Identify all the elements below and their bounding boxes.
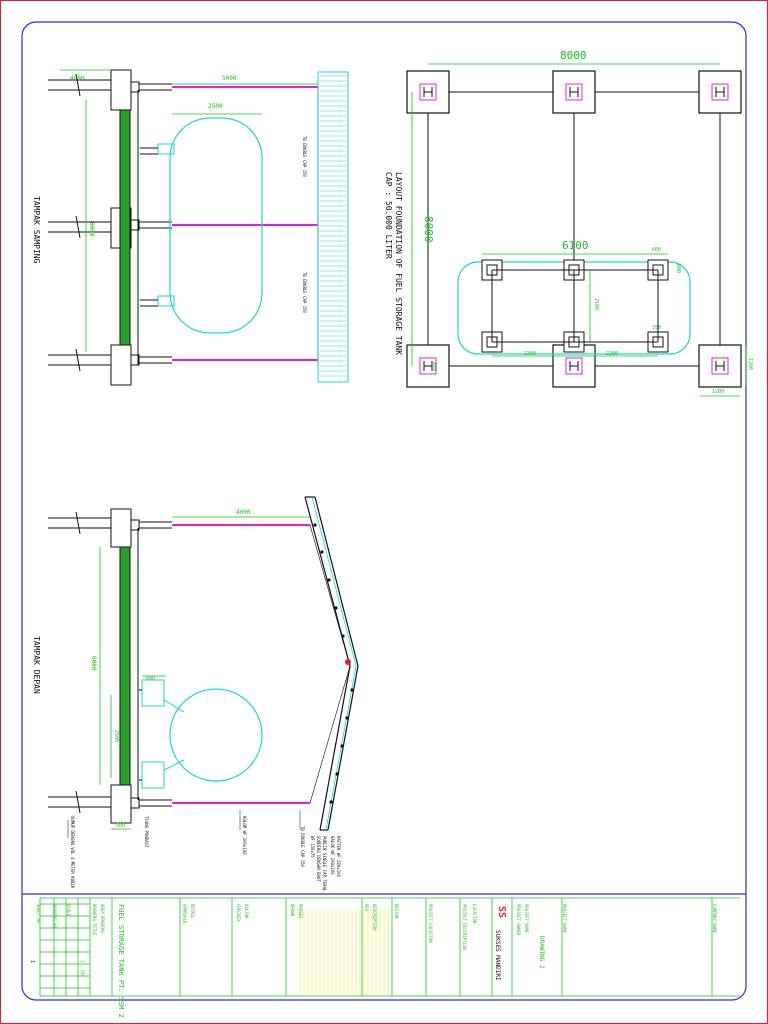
front-dim-500: 500 [116, 823, 126, 829]
layout-dim-8000-side: 8000 [422, 216, 435, 243]
tb-drawingno-label: DRAWING NO. [52, 904, 57, 931]
front-footing-1 [110, 508, 132, 548]
side-roof [317, 71, 349, 383]
tb-sheet-value: 1 [29, 960, 35, 964]
front-label-6: GORDING DENGAN BAUT [316, 836, 321, 882]
front-dim-2500: 2500 [113, 730, 119, 743]
purlin-mark [334, 606, 338, 610]
purlin-mark [335, 772, 339, 776]
tb-project-label: PROJECT LOCATION [428, 904, 433, 943]
layout-dim-2100: 2100 [593, 298, 599, 311]
purlin-mark [320, 550, 324, 554]
tb-drawing-value: DRAWING 2 [538, 936, 545, 969]
front-label-8: KOLOM WF 200x100 [242, 816, 247, 855]
front-dim-4000: 4000 [236, 509, 251, 516]
purlin-mark [341, 634, 345, 638]
tb-drawn-label: DRAWN [290, 904, 295, 917]
front-footing-2 [110, 784, 132, 824]
side-footing-1 [110, 69, 132, 111]
plan-footing [698, 70, 742, 114]
side-dim-4000: 4000 [70, 75, 85, 82]
layout-dim-600: 600 [652, 247, 662, 253]
layout-title: LAYOUT FOUNDATION OF FUEL STORAGE TANK [394, 172, 403, 356]
front-label-3: TB DOUBLE CAP 150 [300, 826, 305, 867]
side-slab [119, 109, 131, 346]
front-view-title: TAMPAK DEPAN [32, 636, 41, 694]
drawing-frame [21, 21, 747, 1001]
side-note-cap2: TB DOUBLE CAP 150 [302, 272, 307, 313]
layout-subtitle: CAP : 50.000 LITER [384, 172, 393, 259]
purlin-mark [340, 744, 344, 748]
tb-title-name: FUEL STORAGE TANK PT. SSM 2 [117, 904, 125, 1018]
side-footing-3 [110, 344, 132, 386]
front-slab [119, 546, 131, 786]
side-dim-5000: 5000 [222, 75, 237, 82]
front-label-5: PURLIN SINGLE CAP TEBAL [322, 836, 327, 892]
side-dim-2500: 2500 [208, 103, 223, 110]
plan-footing [552, 70, 596, 114]
purlin-mark [345, 716, 349, 720]
tb-title-sub: AREA DRAWING [100, 904, 105, 933]
tb-company-name: SUKSES MANDIRI [494, 930, 501, 981]
plan-footing [406, 344, 450, 388]
tb-owner-label: PROJECT OWNER [516, 904, 521, 936]
layout-dim-2300b: 2300 [606, 351, 619, 357]
plan-footing [698, 344, 742, 388]
tb-drawn-value: PROSES [298, 904, 303, 919]
tb-project-desc: PROJECT DESCRIPTION [462, 904, 467, 950]
front-view [48, 496, 359, 838]
tb-scale-value: 1 : 100 [80, 960, 85, 977]
tb-company-logo: SS [496, 906, 507, 919]
side-view [48, 69, 349, 386]
tb-owner-value: PROJECT NAME [524, 904, 529, 933]
layout-dim-1200a: 1200 [712, 389, 725, 395]
tb-drawing-label: PROJECT NAME [562, 904, 567, 933]
front-label-1: SUMUR DENGAN VOL 4 METER KUBIK [70, 816, 75, 889]
front-dim-6000: 6000 [90, 656, 97, 671]
tb-checked-value: DALIAN [244, 904, 249, 919]
layout-dim-800b: 800 [431, 362, 437, 372]
tb-scale-label: SCALE [66, 904, 71, 917]
tb-checked-label: CHECKED [236, 904, 241, 921]
layout-dim-350: 350 [652, 325, 662, 331]
layout-dim-2300a: 2300 [524, 351, 537, 357]
front-dim-600: 600 [146, 676, 156, 682]
front-label-4: RAFTER WF 200x100 [336, 836, 341, 877]
titleblock [39, 897, 740, 997]
layout-dim-1200b: 1200 [747, 358, 753, 371]
tb-project-loc: LOCATION [472, 904, 477, 924]
side-view-title: TAMPAK SAMPING [32, 196, 41, 264]
tb-approved-label: APPROVED [182, 904, 187, 924]
layout-plan [406, 63, 747, 397]
side-dim-8000: 8000 [88, 222, 95, 237]
purlin-mark [313, 523, 317, 527]
tb-title-label: DRAWING TITLE [92, 904, 97, 936]
tb-design-label: DESIGN [394, 904, 399, 919]
tb-company-name-label: COMPANY NAME [712, 904, 717, 933]
front-tank [169, 688, 263, 782]
layout-dim-800: 800 [675, 264, 681, 274]
side-note-cap1: TB DOUBLE CAP 150 [302, 136, 307, 177]
plan-footing [406, 70, 450, 114]
front-label-9: BALOK WF 200x100 [330, 836, 335, 875]
side-tank [169, 117, 263, 334]
purlin-mark [350, 688, 354, 692]
purlin-mark [327, 578, 331, 582]
purlin-mark [329, 800, 333, 804]
front-label-2: TIANG PONDASI [144, 816, 149, 848]
tb-rev-label: REV [364, 904, 369, 912]
front-label-7: WF 150x75 [310, 836, 315, 858]
tb-approved-value: DETAIL [190, 904, 195, 919]
layout-dim-6100: 6100 [562, 239, 589, 252]
tb-sheet-label: SHEET NO. [36, 904, 41, 926]
tb-rev-value: DESCRIPTION [372, 904, 377, 931]
layout-dim-8000-top: 8000 [560, 49, 587, 62]
